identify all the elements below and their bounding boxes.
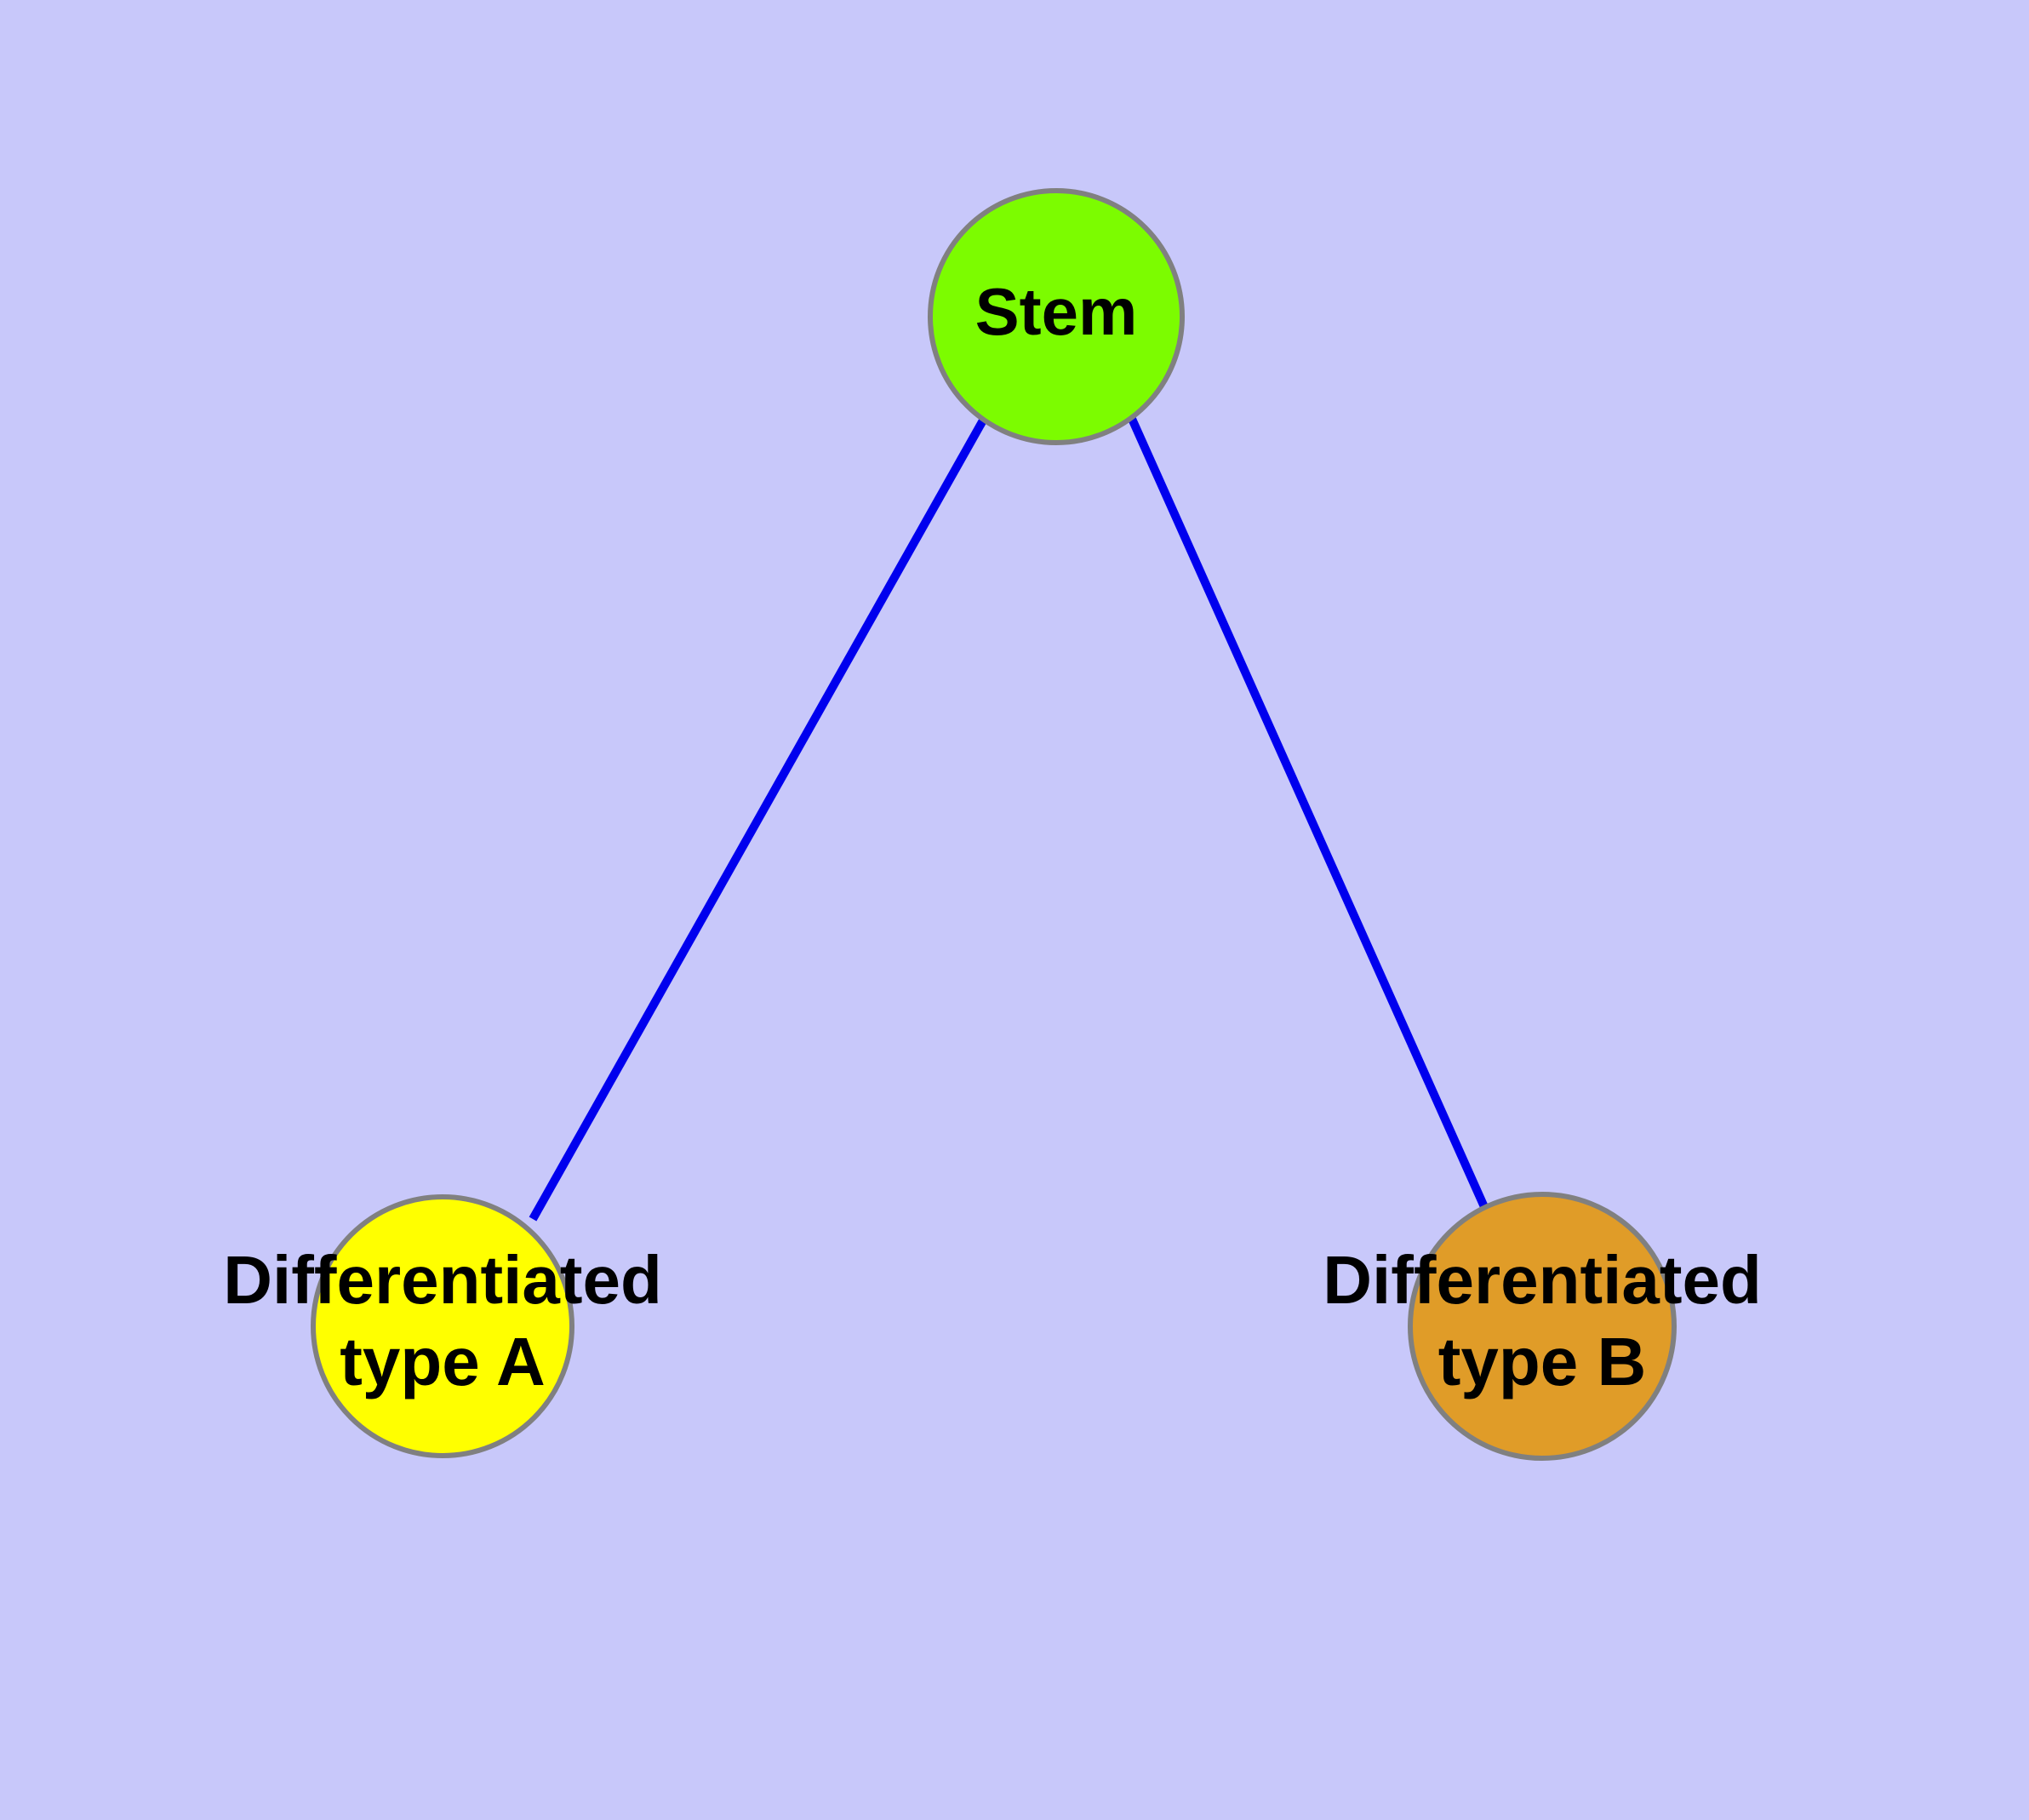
graph-edge-stem-to-diff-a	[529, 416, 988, 1222]
graph-node-label-line: Stem	[975, 274, 1138, 349]
graph-node-label-line: Differentiated	[1323, 1242, 1762, 1318]
graph-node-diff-b[interactable]	[1408, 1192, 1677, 1461]
graph-node-diff-a[interactable]	[311, 1194, 574, 1458]
graph-node-label-line: type B	[1438, 1324, 1647, 1399]
graph-node-label-line: type A	[340, 1324, 546, 1399]
graph-node-label-stem: Stem	[975, 274, 1138, 349]
graph-node-label-line: Differentiated	[223, 1242, 662, 1318]
edges-layer	[529, 416, 1489, 1222]
graph-edge-stem-to-diff-b	[1128, 416, 1489, 1211]
graph-node-stem[interactable]	[928, 188, 1185, 445]
